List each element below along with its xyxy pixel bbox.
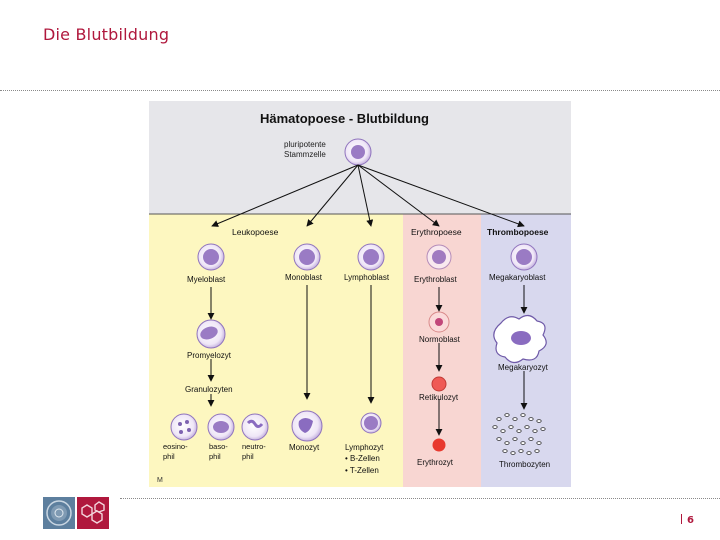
- lymphoblast-cell: [357, 243, 385, 271]
- hematopoiesis-diagram: Hämatopoese - Blutbildung pluripotente S…: [149, 101, 571, 487]
- monozyt-cell: [291, 410, 323, 442]
- promyelozyt-cell: [196, 319, 226, 349]
- label-myeloblast: Myeloblast: [187, 275, 226, 284]
- stem-cell-label-1: pluripotente: [284, 140, 326, 149]
- corner-mark: M: [157, 477, 163, 484]
- retikulozyt-cell: [431, 376, 447, 392]
- label-monozyt: Monozyt: [289, 443, 320, 452]
- label-thrombozyten: Thrombozyten: [499, 460, 550, 469]
- monoblast-cell: [293, 243, 321, 271]
- university-seal-icon: [43, 497, 75, 529]
- label-erythroblast: Erythroblast: [414, 275, 457, 284]
- stem-cell: [344, 138, 372, 166]
- label-retikulozyt: Retikulozyt: [419, 393, 459, 402]
- label-neutrophil-2: phil: [242, 452, 254, 461]
- stem-cell-label-2: Stammzelle: [284, 150, 326, 159]
- label-t-zellen: • T-Zellen: [345, 466, 379, 475]
- section-erythropoese: Erythropoese: [411, 227, 462, 237]
- label-basophil-1: baso-: [209, 442, 228, 451]
- neutrophil-cell: [241, 413, 269, 441]
- label-granulozyten: Granulozyten: [185, 385, 233, 394]
- myeloblast-cell: [197, 243, 225, 271]
- label-monoblast: Monoblast: [285, 273, 323, 282]
- lineage-arrows: [207, 285, 528, 436]
- slide-title: Die Blutbildung: [43, 25, 170, 44]
- label-lymphoblast: Lymphoblast: [344, 273, 390, 282]
- label-lymphozyt: Lymphozyt: [345, 443, 384, 452]
- label-promyelozyt: Promyelozyt: [187, 351, 232, 360]
- diagram-heading: Hämatopoese - Blutbildung: [260, 111, 429, 126]
- page-number: 6: [681, 514, 694, 526]
- label-neutrophil-1: neutro-: [242, 442, 266, 451]
- thrombozyten-cells: [492, 413, 546, 455]
- lymphozyt-cell: [360, 412, 382, 434]
- section-leukopoese: Leukopoese: [232, 227, 279, 237]
- normoblast-cell: [428, 311, 450, 333]
- footer-divider: [120, 498, 720, 499]
- erythrozyt-cell: [432, 438, 446, 452]
- page-number-value: 6: [687, 515, 694, 526]
- label-megakaryozyt: Megakaryozyt: [498, 363, 549, 372]
- label-erythrozyt: Erythrozyt: [417, 458, 454, 467]
- title-divider: [0, 90, 720, 91]
- megakaryozyt-cell: [493, 314, 547, 364]
- label-eosinophil-1: eosino-: [163, 442, 188, 451]
- molecule-logo-icon: [77, 497, 109, 529]
- label-normoblast: Normoblast: [419, 335, 461, 344]
- basophil-cell: [207, 413, 235, 441]
- label-eosinophil-2: phil: [163, 452, 175, 461]
- megakaryoblast-cell: [510, 243, 538, 271]
- erythroblast-cell: [426, 244, 452, 270]
- section-thrombopoese: Thrombopoese: [487, 227, 549, 237]
- eosinophil-cell: [170, 413, 198, 441]
- label-b-zellen: • B-Zellen: [345, 454, 380, 463]
- stem-cell-arrows: [211, 164, 525, 228]
- label-megakaryoblast: Megakaryoblast: [489, 273, 546, 282]
- label-basophil-2: phil: [209, 452, 221, 461]
